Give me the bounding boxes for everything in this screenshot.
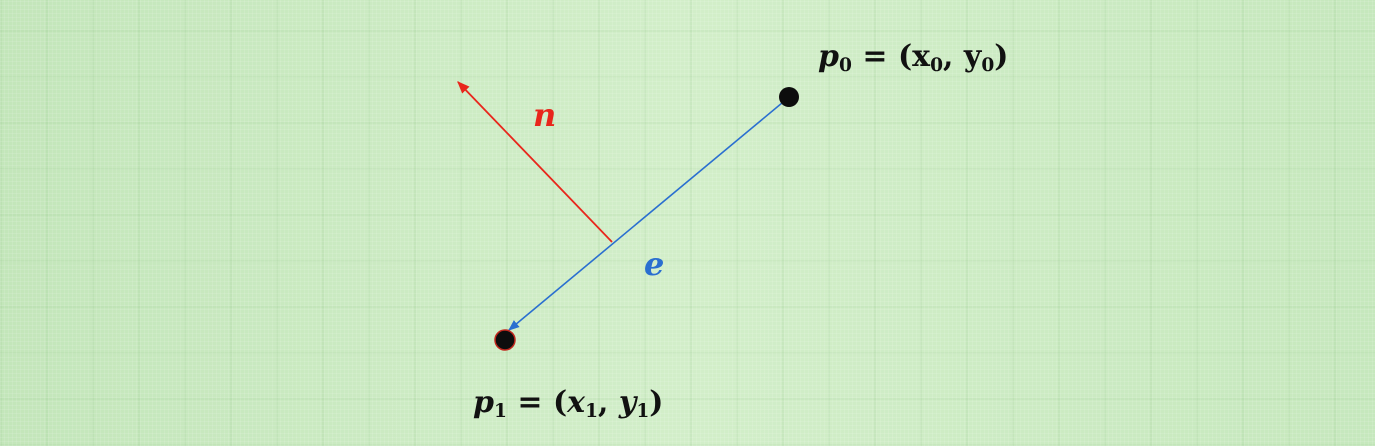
p0-equals: = (: [851, 39, 913, 74]
p0-symbol: p: [818, 39, 839, 74]
p1-comma: ,: [598, 385, 619, 420]
point-p1-label: p1 = (x1, y1): [473, 385, 664, 422]
p0-x-symbol: x: [912, 39, 931, 74]
p1-x-subscript: 1: [585, 401, 599, 423]
p0-close: ): [994, 39, 1009, 74]
p1-equals: = (: [506, 385, 568, 420]
point-p0: [779, 87, 799, 107]
edge-vector-arrow: [508, 97, 789, 331]
p1-y-subscript: 1: [636, 401, 650, 423]
p1-subscript: 1: [493, 401, 507, 423]
p0-subscript: 0: [838, 55, 852, 77]
point-p1: [494, 329, 516, 351]
p0-y-symbol: y: [963, 39, 982, 74]
p1-symbol: p: [473, 385, 494, 420]
p1-x-symbol: x: [567, 385, 586, 420]
edge-vector-label: e: [644, 245, 665, 283]
p0-x-subscript: 0: [930, 55, 944, 77]
point-p0-label: p0 = (x0, y0): [818, 39, 1009, 76]
p1-close: ): [649, 385, 664, 420]
normal-vector-arrow: [457, 81, 613, 243]
normal-vector-label: n: [533, 96, 557, 134]
p0-comma: ,: [943, 39, 964, 74]
p1-y-symbol: y: [618, 385, 637, 420]
p0-y-subscript: 0: [981, 55, 995, 77]
